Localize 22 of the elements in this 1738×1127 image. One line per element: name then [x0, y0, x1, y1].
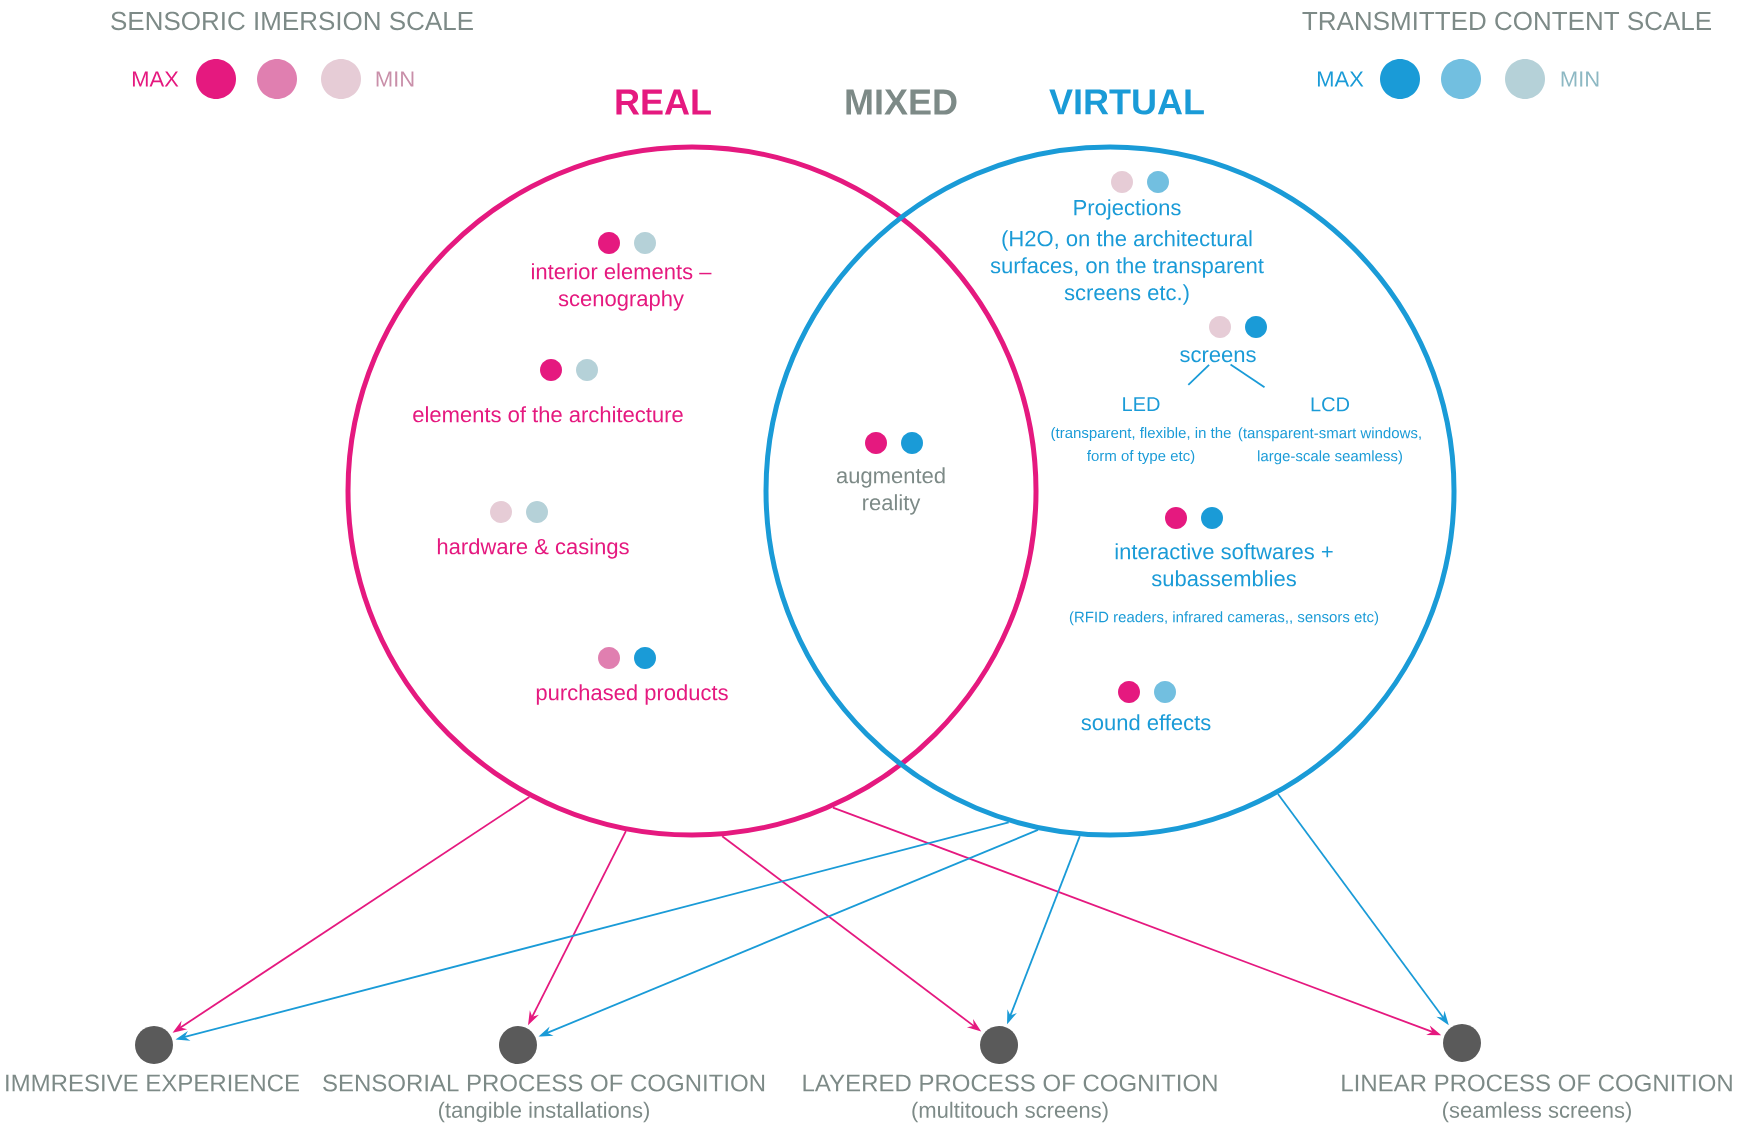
scale-label: MAX — [133, 71, 179, 87]
scale-label: MIN — [376, 71, 414, 87]
scale-label: MAX — [1318, 71, 1364, 87]
node-label: REAL — [616, 89, 711, 115]
item-label: Projections (H2O, on the architectural surfaces, on the transparent screens etc.) — [990, 199, 1264, 305]
scale-title: SENSORIC IMERSION SCALE — [111, 11, 473, 31]
item-label: sound effects — [1081, 714, 1211, 731]
branch-line — [1187, 363, 1210, 386]
item-label: LED (transparent, flexible, in the form of type etc) — [1051, 397, 1231, 465]
scale-label: MIN — [1561, 71, 1599, 87]
item-label: purchased products — [536, 684, 728, 705]
branch-line — [1229, 363, 1266, 389]
item-label: hardware & casings — [437, 538, 629, 559]
item-label: elements of the architecture — [413, 406, 683, 423]
item-label: screens — [1180, 350, 1256, 363]
scale-title: TRANSMITTED CONTENT SCALE — [1302, 11, 1711, 31]
item-label: LCD (tansparent-smart windows, large-scale seamless) — [1238, 397, 1421, 465]
item-label: interior elements – scenography — [532, 263, 712, 311]
item-label: augmented reality — [836, 467, 945, 515]
node-label: VIRTUAL — [1049, 89, 1204, 115]
item-label: interactive softwares + subassemblies (RFID readers, infrared cameras,, sensors etc) — [1069, 543, 1379, 626]
section-heading: MIXED — [846, 89, 957, 115]
